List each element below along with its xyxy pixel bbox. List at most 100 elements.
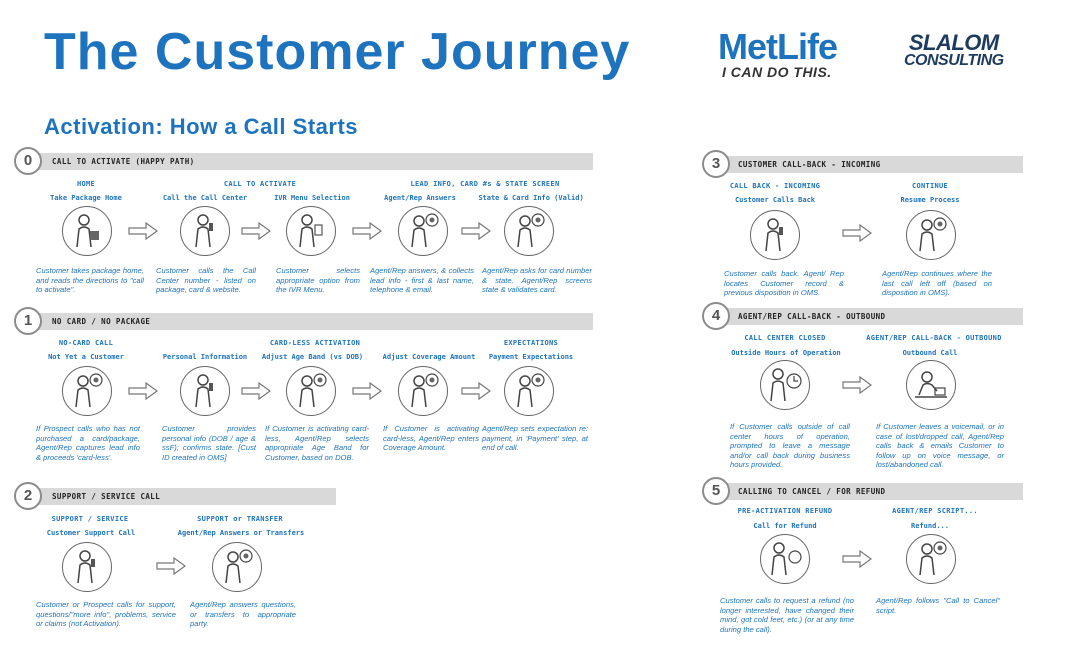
step-title: IVR Menu Selection xyxy=(274,194,350,202)
group-label: PRE-ACTIVATION REFUND xyxy=(737,507,833,515)
step-description: Customer calls the Call Center number - … xyxy=(156,266,256,295)
metlife-tagline: I CAN DO THIS. xyxy=(722,64,832,80)
step-description: If Customer leaves a voicemail, or in ca… xyxy=(876,422,1004,470)
agent-headset-icon xyxy=(212,542,262,592)
step-description: Agent/Rep follows "Call to Cancel" scrip… xyxy=(876,596,1000,615)
step-description: If Customer is activating card-less, Age… xyxy=(265,424,369,462)
step-title: Customer Calls Back xyxy=(734,196,816,204)
person-phone-menu-icon xyxy=(286,206,336,256)
arrow-right-icon xyxy=(842,223,873,243)
person-phone-icon xyxy=(180,206,230,256)
step-title: Take Package Home xyxy=(50,194,122,202)
agent-desk-icon xyxy=(906,360,956,410)
section-number: 1 xyxy=(14,307,42,335)
arrow-right-icon xyxy=(156,556,187,576)
step-title: Call the Call Center xyxy=(162,194,248,202)
step-description: Agent/Rep answers questions, or transfer… xyxy=(190,600,296,629)
arrow-right-icon xyxy=(842,549,873,569)
group-label: SUPPORT or TRANSFER xyxy=(197,515,283,523)
step-title: Resume Process xyxy=(900,196,960,204)
step-title: Not Yet a Customer xyxy=(48,353,124,361)
group-label: AGENT/REP SCRIPT... xyxy=(892,507,978,515)
section-label: CALLING TO CANCEL / FOR REFUND xyxy=(738,487,886,496)
section-number: 2 xyxy=(14,482,42,510)
group-label: SUPPORT / SERVICE xyxy=(51,515,129,523)
person-refund-icon xyxy=(760,534,810,584)
section-number: 3 xyxy=(702,150,730,178)
agent-headset-icon xyxy=(906,210,956,260)
section-label: CUSTOMER CALL-BACK - INCOMING xyxy=(738,160,881,169)
section-bar xyxy=(713,156,1023,173)
step-description: Customer or Prospect calls for support, … xyxy=(36,600,176,629)
step-title: Call for Refund xyxy=(753,522,817,530)
group-label: CALL CENTER CLOSED xyxy=(744,334,826,342)
step-title: Outbound Call xyxy=(902,349,958,357)
person-phone-icon xyxy=(62,542,112,592)
person-phone-icon xyxy=(750,210,800,260)
section-number: 0 xyxy=(14,147,42,175)
section-bar xyxy=(713,308,1023,325)
step-title: Adjust Coverage Amount xyxy=(382,353,476,361)
page-subtitle: Activation: How a Call Starts xyxy=(44,114,359,139)
step-description: If Prospect calls who has not purchased … xyxy=(36,424,140,462)
section-bar xyxy=(26,153,593,170)
step-title: Payment Expectations xyxy=(488,353,574,361)
group-label: AGENT/REP CALL-BACK - OUTBOUND xyxy=(866,334,1002,342)
agent-headset-icon xyxy=(398,206,448,256)
agent-headset-icon xyxy=(62,366,112,416)
step-description: Agent/Rep continues where the last call … xyxy=(882,269,992,298)
section-label: CALL TO ACTIVATE (HAPPY PATH) xyxy=(52,157,195,166)
arrow-right-icon xyxy=(461,381,492,401)
step-title: Agent/Rep Answers or Transfers xyxy=(177,529,305,537)
group-label: CALL BACK - INCOMING xyxy=(729,182,821,190)
section-bar xyxy=(26,313,593,330)
section-bar xyxy=(26,488,336,505)
slalom-logo: SLALOM CONSULTING xyxy=(904,30,1004,70)
step-description: Customer provides personal info (DOB / a… xyxy=(162,424,256,462)
step-title: Refund... xyxy=(911,522,949,530)
step-title: State & Card Info (Valid) xyxy=(478,194,584,202)
arrow-right-icon xyxy=(842,375,873,395)
step-description: If Customer is activating card-less, Age… xyxy=(383,424,479,453)
arrow-right-icon xyxy=(128,221,159,241)
step-description: Agent/Rep answers, & collects lead info … xyxy=(370,266,474,295)
person-clock-icon xyxy=(760,360,810,410)
section-bar xyxy=(713,483,1023,500)
arrow-right-icon xyxy=(128,381,159,401)
agent-headset-icon xyxy=(286,366,336,416)
step-description: Customer selects appropriate option from… xyxy=(276,266,360,295)
group-label: CALL TO ACTIVATE xyxy=(223,180,297,188)
step-description: Customer calls to request a refund (no l… xyxy=(720,596,854,634)
step-description: Customer calls back. Agent/ Rep locates … xyxy=(724,269,844,298)
metlife-logo: MetLife xyxy=(718,26,838,67)
step-description: Agent/Rep sets expectation re: payment, … xyxy=(482,424,588,453)
step-title: Personal Information xyxy=(162,353,248,361)
slalom-logo-line2: CONSULTING xyxy=(904,52,1004,69)
arrow-right-icon xyxy=(352,221,383,241)
agent-headset-icon xyxy=(504,366,554,416)
group-label: NO-CARD CALL xyxy=(58,339,114,347)
step-title: Customer Support Call xyxy=(46,529,136,537)
group-label: CARD-LESS ACTIVATION xyxy=(269,339,361,347)
person-phone-icon xyxy=(180,366,230,416)
section-label: SUPPORT / SERVICE CALL xyxy=(52,492,161,501)
section-label: AGENT/REP CALL-BACK - OUTBOUND xyxy=(738,312,886,321)
agent-headset-icon xyxy=(906,534,956,584)
arrow-right-icon xyxy=(241,221,272,241)
arrow-right-icon xyxy=(352,381,383,401)
group-label: EXPECTATIONS xyxy=(503,339,559,347)
agent-headset-icon xyxy=(398,366,448,416)
person-package-icon xyxy=(62,206,112,256)
agent-headset-icon xyxy=(504,206,554,256)
step-description: Agent/Rep asks for card number & state. … xyxy=(482,266,592,295)
section-number: 4 xyxy=(702,302,730,330)
step-title: Adjust Age Band (vs DOB) xyxy=(262,353,364,361)
step-description: Customer takes package home, and reads t… xyxy=(36,266,144,295)
group-label: LEAD INFO, CARD #s & STATE SCREEN xyxy=(410,180,560,188)
page-title: The Customer Journey xyxy=(44,23,631,81)
step-title: Outside Hours of Operation xyxy=(731,349,841,357)
arrow-right-icon xyxy=(241,381,272,401)
slalom-logo-line1: SLALOM xyxy=(908,30,999,55)
group-label: CONTINUE xyxy=(911,182,949,190)
group-label: HOME xyxy=(76,180,96,188)
